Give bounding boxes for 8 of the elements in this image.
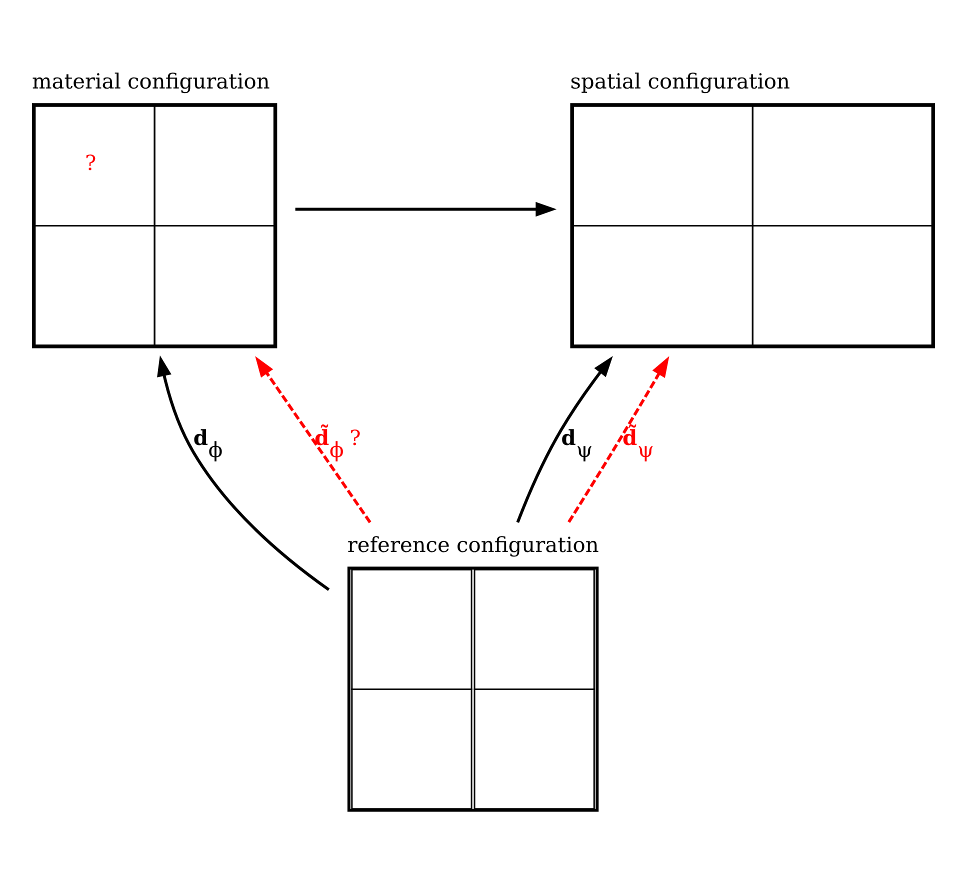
node-label: material configuration xyxy=(32,69,270,94)
arrow xyxy=(516,356,613,523)
arrow xyxy=(255,356,372,524)
arrow xyxy=(157,355,330,591)
arrow xyxy=(568,356,670,523)
node-label: reference configuration xyxy=(347,532,599,557)
arrow xyxy=(295,202,557,217)
node-label: spatial configuration xyxy=(570,69,790,94)
